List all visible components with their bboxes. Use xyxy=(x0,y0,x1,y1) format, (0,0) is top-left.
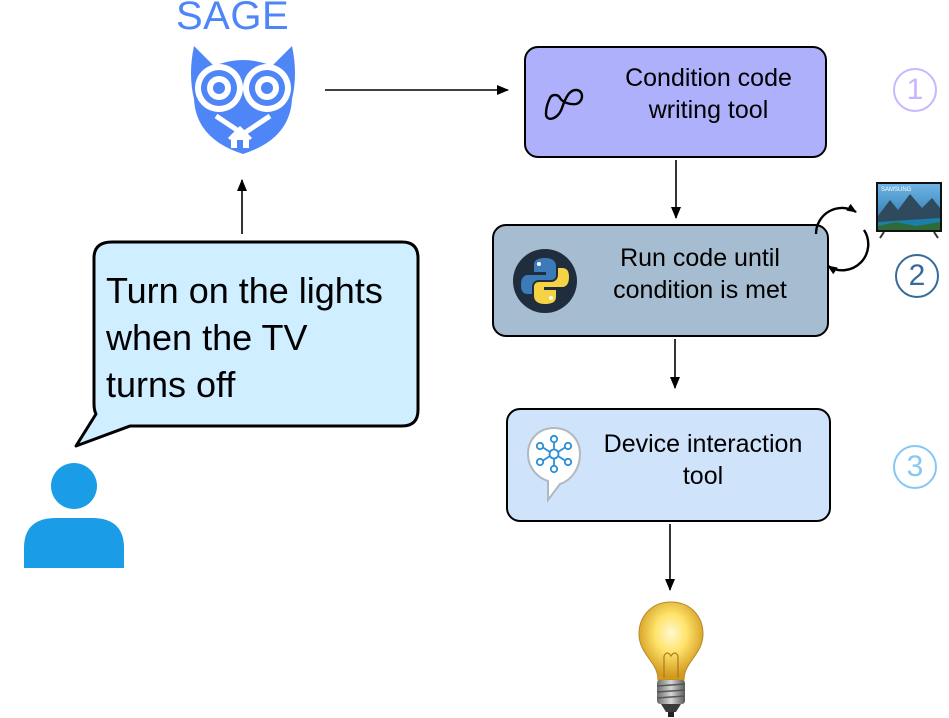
owl-logo-icon xyxy=(191,46,295,154)
python-icon xyxy=(513,249,577,313)
sage-title: SAGE xyxy=(176,0,290,38)
user-icon xyxy=(24,463,124,568)
condition-code-writing-tool: Condition code writing tool xyxy=(524,46,827,158)
light-bulb-icon xyxy=(638,601,704,717)
step-3-badge: 3 xyxy=(893,445,937,489)
hub-icon xyxy=(526,426,582,503)
refresh-loop-icon xyxy=(814,203,870,275)
tv-brand-label: SAMSUNG xyxy=(881,187,912,193)
tool3-label: Device interaction tool xyxy=(603,430,803,490)
tv-icon: SAMSUNG xyxy=(876,182,942,239)
user-request-line-2: when the TV xyxy=(106,316,308,358)
infinity-icon xyxy=(544,88,584,120)
device-interaction-tool: Device interaction tool xyxy=(506,408,831,522)
tool1-label: Condition code writing tool xyxy=(625,64,792,124)
step-2-badge: 2 xyxy=(895,254,939,298)
user-request-line-3: turns off xyxy=(106,363,236,405)
user-request-line-1: Turn on the lights xyxy=(106,270,383,311)
tool2-label: Run code until condition is met xyxy=(613,244,787,304)
step-1-badge: 1 xyxy=(893,68,937,112)
run-code-tool: Run code until condition is met xyxy=(492,224,829,337)
user-request-text: Turn on the lights when the TV turns off xyxy=(106,268,416,408)
